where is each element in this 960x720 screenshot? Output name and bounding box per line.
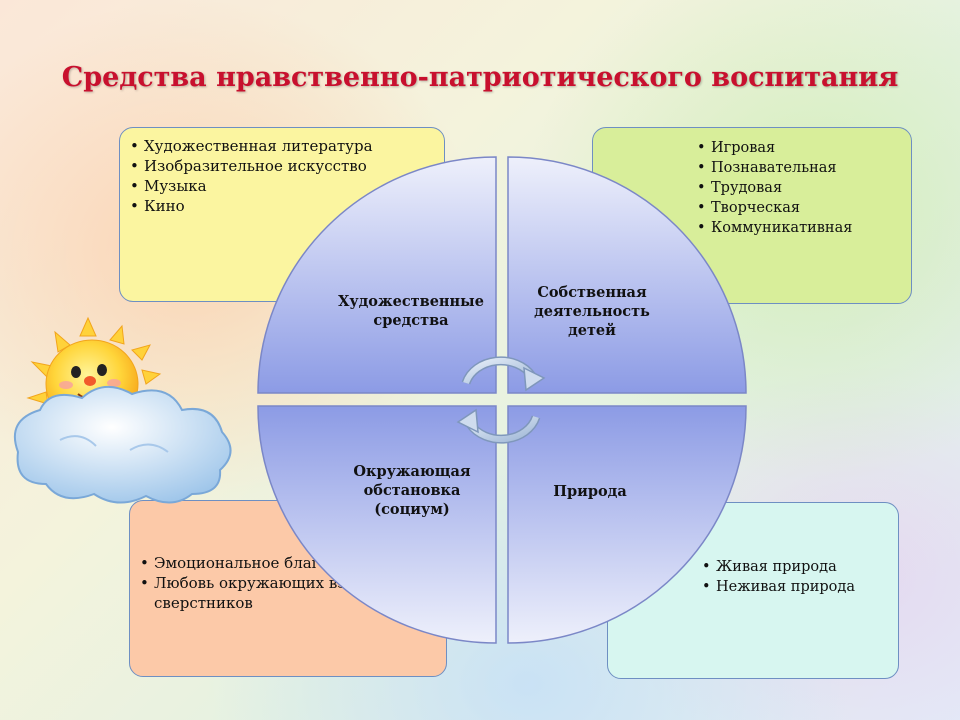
quadrant-bottom-left <box>257 405 497 644</box>
quadrant-label-line: Окружающая <box>353 463 471 480</box>
list-nature: Живая природа Неживая природа <box>702 557 888 597</box>
quadrant-bottom-right <box>507 405 747 644</box>
page-title: Средства нравственно-патриотического вос… <box>61 62 899 93</box>
circular-arrows-icon <box>456 356 546 444</box>
quadrant-label-nature: Природа <box>520 482 660 501</box>
list-item: Коммуникативная <box>697 218 901 238</box>
quadrant-top-right <box>507 156 747 394</box>
list-item: Кино <box>130 196 434 216</box>
quadrant-label-line: (социум) <box>374 501 450 518</box>
list-item: Изобразительное искусство <box>130 156 434 176</box>
quadrant-label-artistic-means: Художественные средства <box>326 292 496 330</box>
list-item: Неживая природа <box>702 577 888 597</box>
quadrant-label-line: Собственная <box>537 284 647 301</box>
quadrant-label-line: деятельность <box>534 303 650 320</box>
quadrant-label-line: обстановка <box>363 482 461 499</box>
quadrant-label-line: средства <box>373 312 449 329</box>
list-item: Трудовая <box>697 178 901 198</box>
quadrant-top-left <box>257 156 497 394</box>
list-item: Музыка <box>130 176 434 196</box>
list-item: Познавательная <box>697 158 901 178</box>
list-item: Творческая <box>697 198 901 218</box>
sun-on-cloud-icon <box>13 316 232 504</box>
list-own-activity: Игровая Познавательная Трудовая Творческ… <box>697 138 901 238</box>
list-artistic-means: Художественная литература Изобразительно… <box>130 136 434 216</box>
list-item: Игровая <box>697 138 901 158</box>
quadrant-label-environment: Окружающая обстановка (социум) <box>328 462 496 519</box>
list-item: Художественная литература <box>130 136 434 156</box>
list-item: Живая природа <box>702 557 888 577</box>
quadrant-label-line: Природа <box>553 483 627 500</box>
quadrant-label-own-activity: Собственная деятельность детей <box>512 283 672 340</box>
quadrant-label-line: детей <box>568 322 616 339</box>
quadrant-label-line: Художественные <box>338 293 484 310</box>
